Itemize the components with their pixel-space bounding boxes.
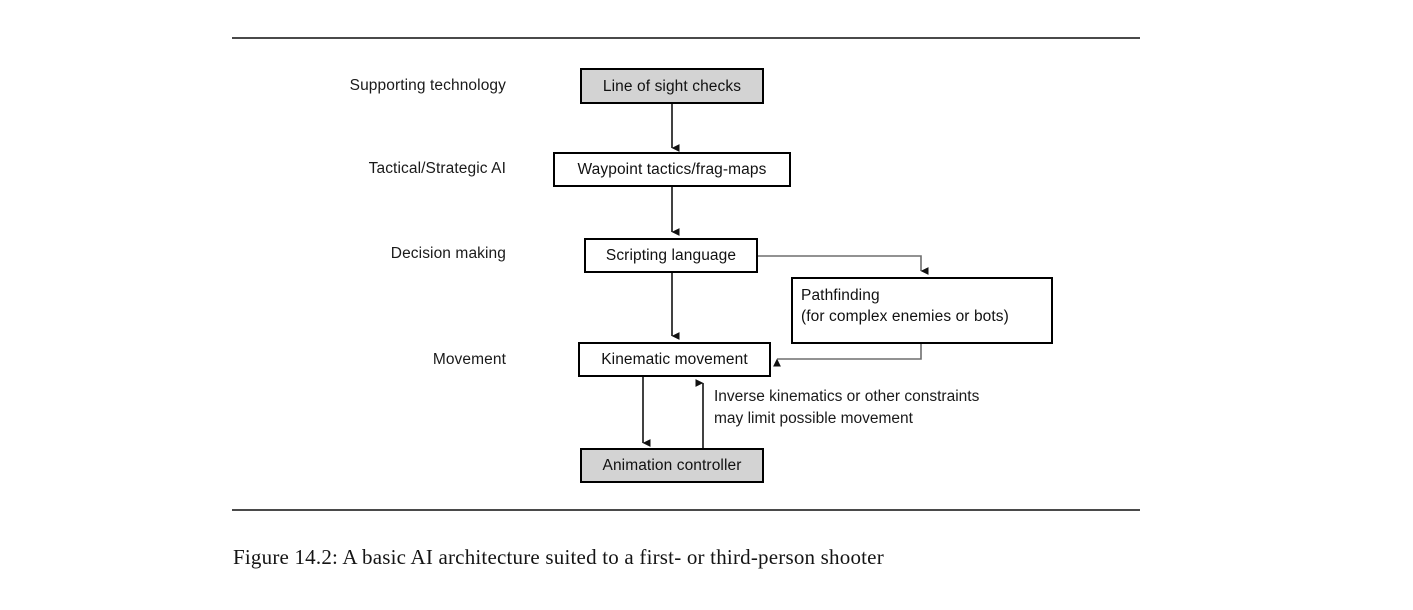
tier-label-tactical-strategic-ai: Tactical/Strategic AI bbox=[368, 160, 506, 177]
node-scripting-language[interactable]: Scripting language bbox=[584, 238, 758, 273]
node-line-of-sight-checks[interactable]: Line of sight checks bbox=[580, 68, 764, 104]
annotation-inverse-kinematics-line2: may limit possible movement bbox=[714, 410, 913, 427]
tier-label-movement: Movement bbox=[432, 351, 506, 368]
tier-label-decision-making: Decision making bbox=[390, 245, 506, 262]
node-animation-controller[interactable]: Animation controller bbox=[580, 448, 764, 483]
figure-top-rule bbox=[232, 37, 1140, 39]
edge-pathfinding-to-kinematic bbox=[773, 344, 922, 367]
node-waypoint-tactics-label: Waypoint tactics/frag-maps bbox=[577, 161, 767, 178]
edge-scripting-to-pathfinding bbox=[758, 255, 929, 275]
node-kinematic-movement[interactable]: Kinematic movement bbox=[578, 342, 771, 377]
annotation-inverse-kinematics-line1: Inverse kinematics or other constraints bbox=[714, 388, 980, 405]
node-pathfinding-label-line2: (for complex enemies or bots) bbox=[801, 308, 1009, 325]
tier-label-supporting-technology: Supporting technology bbox=[349, 77, 506, 94]
node-animation-controller-label: Animation controller bbox=[602, 457, 742, 474]
annotation-inverse-kinematics: Inverse kinematics or other constraints … bbox=[714, 386, 979, 430]
node-line-of-sight-checks-label: Line of sight checks bbox=[602, 77, 742, 95]
node-pathfinding-label-line1: Pathfinding bbox=[801, 287, 880, 304]
figure-caption: Figure 14.2: A basic AI architecture sui… bbox=[233, 545, 884, 569]
node-kinematic-movement-label: Kinematic movement bbox=[601, 351, 748, 368]
node-pathfinding[interactable]: Pathfinding (for complex enemies or bots… bbox=[791, 277, 1053, 344]
node-waypoint-tactics[interactable]: Waypoint tactics/frag-maps bbox=[553, 152, 791, 187]
figure-bottom-rule bbox=[232, 509, 1140, 511]
node-scripting-language-label: Scripting language bbox=[605, 247, 737, 264]
